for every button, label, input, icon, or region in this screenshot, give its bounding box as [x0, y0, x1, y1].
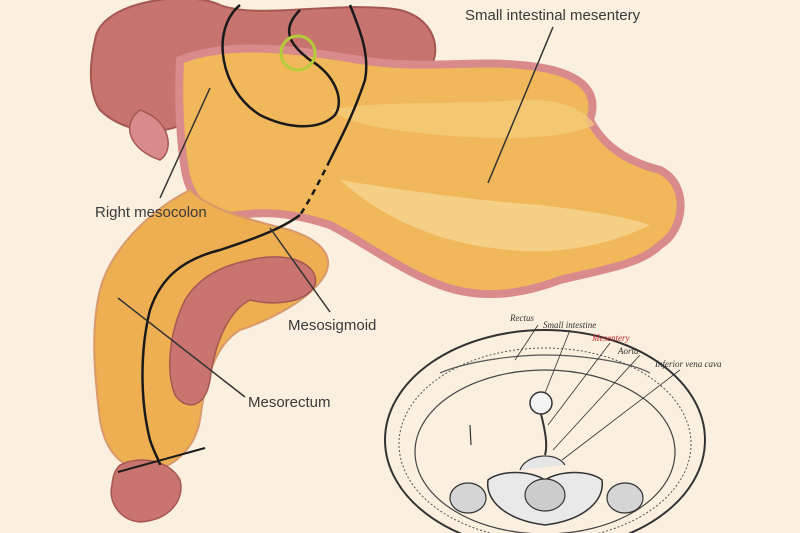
label-aorta: Aorta: [618, 346, 639, 356]
leader-small-intestinal-mesentery: [487, 26, 554, 184]
label-mesorectum: Mesorectum: [248, 394, 331, 411]
root-line-mid: [328, 4, 368, 161]
rectum-bowel: [110, 459, 182, 523]
label-mesosigmoid: Mesosigmoid: [288, 317, 377, 334]
leader-mesorectum: [117, 297, 246, 398]
label-right-mesocolon: Right mesocolon: [95, 204, 207, 221]
label-mesentery: Mesentery: [592, 333, 630, 343]
mesorectum-boundary-line: [117, 447, 206, 473]
cross-section-drawing: [384, 324, 706, 533]
sigmoid-bowel: [169, 256, 317, 406]
mesentery-pale-streak-2: [330, 99, 595, 138]
colon-fold-left: [129, 109, 169, 161]
mesentery-pale-streak: [340, 180, 650, 252]
label-small-intestine: Small intestine: [543, 320, 597, 330]
leader-right-mesocolon: [159, 87, 211, 199]
leader-mesosigmoid: [269, 227, 331, 313]
root-line-dashed: [298, 159, 332, 216]
label-small-intestinal-mesentery: Small intestinal mesentery: [465, 7, 641, 24]
root-line-lower: [141, 213, 301, 466]
root-line-upper: [221, 4, 341, 128]
label-inferior-vena-cava: Inferior vena cava: [655, 359, 722, 369]
label-rectus: Rectus: [510, 313, 534, 323]
green-highlight-circle: [279, 34, 317, 72]
